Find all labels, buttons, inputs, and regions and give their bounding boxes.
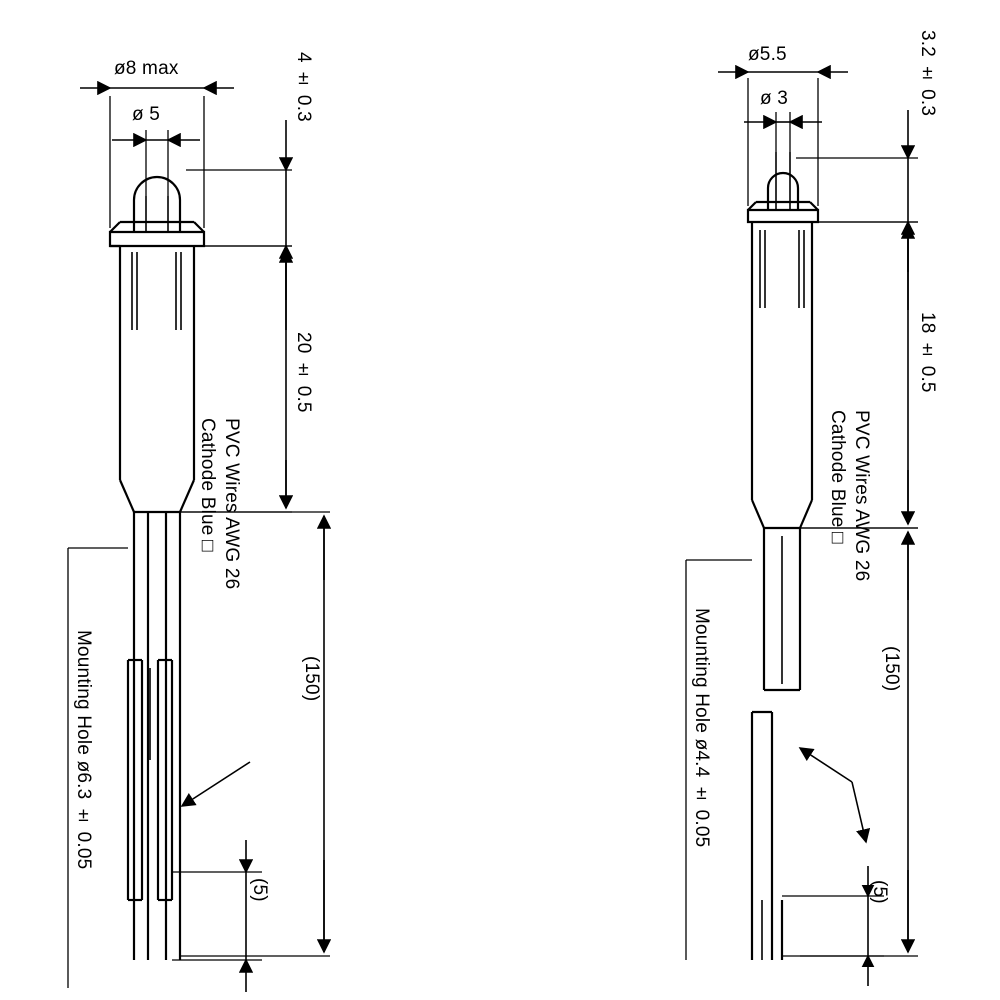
- right-cathode-note: Cathode Blue□: [827, 410, 848, 549]
- right-wire-length-label: (150): [881, 646, 902, 692]
- left-head-height-label: 4 ± 0.3: [293, 52, 314, 122]
- right-lens-outer-diameter-label: ø5.5: [748, 44, 787, 65]
- left-view-geometry: [67, 80, 332, 992]
- right-pvc-wires-note: PVC Wires AWG 26: [851, 410, 872, 582]
- left-pvc-wires-note: PVC Wires AWG 26: [221, 418, 242, 590]
- left-strip-length-label: (5): [249, 878, 270, 902]
- left-lens-outer-diameter-label: ø8 max: [114, 58, 179, 79]
- right-lens-inner-diameter-label: ø 3: [760, 88, 789, 109]
- left-wire-length-label: (150): [301, 656, 322, 702]
- left-cathode-note: Cathode Blue□: [197, 418, 218, 557]
- right-mounting-hole-note: Mounting Hole ø4.4 ± 0.05: [691, 608, 712, 848]
- left-body-length-label: 20 ± 0.5: [293, 332, 314, 413]
- left-lens-inner-diameter-label: ø 5: [132, 104, 161, 125]
- right-head-height-label: 3.2 ± 0.3: [917, 30, 938, 117]
- left-mounting-hole-note: Mounting Hole ø6.3 ± 0.05: [73, 630, 94, 870]
- right-view-geometry: [685, 64, 918, 986]
- right-body-length-label: 18 ± 0.5: [917, 312, 938, 393]
- right-strip-length-label: (5): [869, 880, 890, 904]
